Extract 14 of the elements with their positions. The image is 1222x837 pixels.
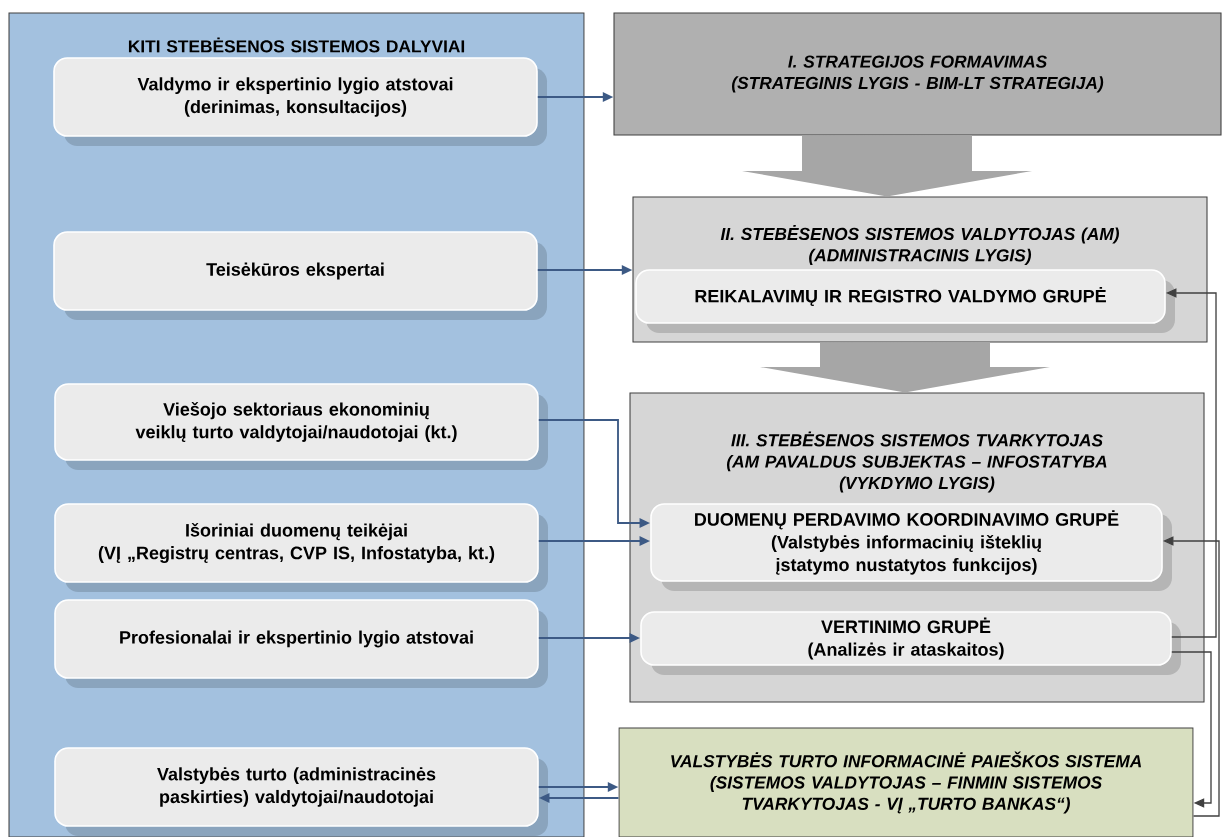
rounded-box: Viešojo sektoriaus ekonominių veiklų turto valdytojai/naudotojai (kt.) <box>54 383 548 470</box>
rounded-box: DUOMENŲ PERDAVIMO KOORDINAVIMO GRUPĖ (Valstybės informacinių išteklių įstatymo nustatytos funkcijos) <box>650 503 1172 591</box>
rounded-box: Teisėkūros ekspertai <box>53 231 547 320</box>
block-arrow <box>742 135 1032 197</box>
rounded-box: REIKALAVIMŲ IR REGISTRO VALDYMO GRUPĖ <box>635 269 1175 333</box>
level-box: I. STRATEGIJOS FORMAVIMAS (STRATEGINIS LYGIS - BIM-LT STRATEGIJA) <box>613 12 1222 136</box>
rounded-box: VERTINIMO GRUPĖ (Analizės ir ataskaitos) <box>640 611 1181 675</box>
level-box: VALSTYBĖS TURTO INFORMACINĖ PAIEŠKOS SISTEMA (SISTEMOS VALDYTOJAS – FINMIN SISTEMOS TVARKYTOJAS - VĮ „TURTO BANKAS“) <box>618 727 1194 837</box>
rounded-box: Išoriniai duomenų teikėjai (VĮ „Registrų centras, CVP IS, Infostatyba, kt.) <box>54 503 548 592</box>
rounded-box: Profesionalai ir ekspertinio lygio atstovai <box>54 599 548 688</box>
rounded-box: Valdymo ir ekspertinio lygio atstovai (derinimas, konsultacijos) <box>53 57 547 146</box>
elbow-arrow <box>1171 651 1212 808</box>
rounded-box: Valstybės turto (administracinės paskirties) valdytojai/naudotojai <box>54 747 548 836</box>
block-arrow <box>760 342 1050 393</box>
